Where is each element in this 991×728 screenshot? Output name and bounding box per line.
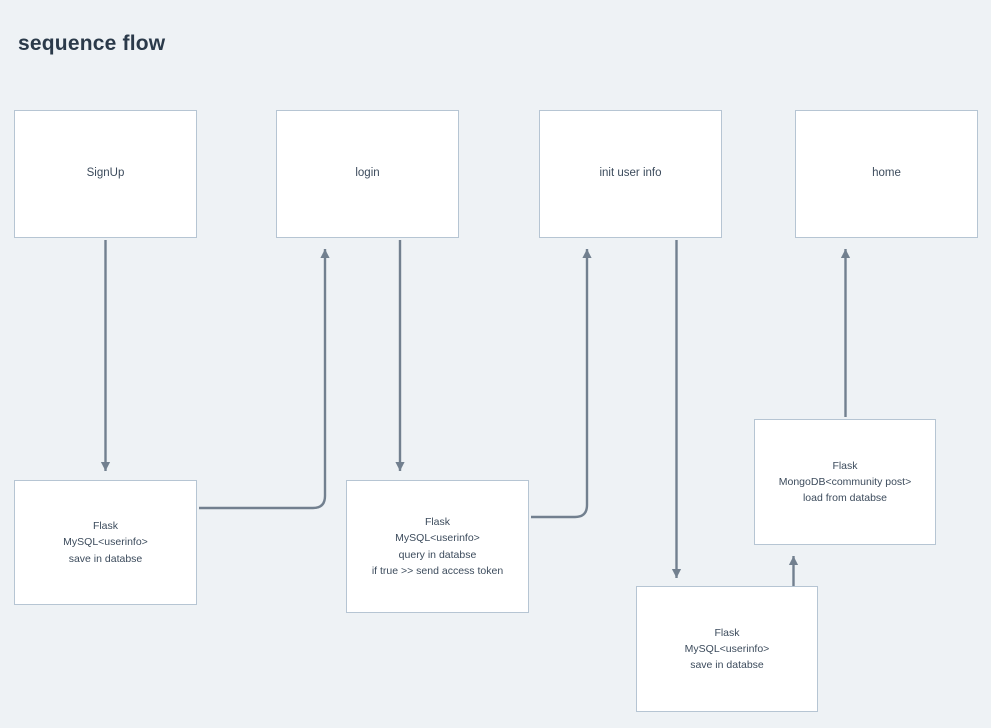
arrowhead-icon	[395, 462, 405, 471]
node-flask-mongodb-community[interactable]: Flask MongoDB<community post> load from …	[754, 419, 936, 545]
node-flask-mysql-save-init[interactable]: Flask MySQL<userinfo> save in databse	[636, 586, 818, 712]
page-title: sequence flow	[18, 32, 166, 55]
arrowhead-icon	[788, 556, 799, 565]
arrowhead-icon	[671, 569, 682, 578]
node-label: Flask MongoDB<community post> load from …	[778, 459, 912, 505]
arrowhead-icon	[582, 249, 592, 258]
edge-mongodb-to-home	[840, 249, 851, 417]
node-label: Flask MySQL<userinfo> save in databse	[63, 520, 148, 565]
node-flask-mysql-save-signup[interactable]: Flask MySQL<userinfo> save in databse	[14, 480, 197, 605]
edge-flask-query-to-init-user	[531, 249, 592, 519]
node-label: Flask MySQL<userinfo> save in databse	[684, 626, 770, 672]
node-label: init user info	[599, 167, 662, 180]
node-login[interactable]: login	[276, 110, 459, 238]
edge-login-to-flask-query	[395, 240, 405, 471]
node-label: login	[355, 167, 380, 180]
node-home[interactable]: home	[795, 110, 978, 238]
arrowhead-icon	[840, 249, 851, 258]
node-init-user-info[interactable]: init user info	[539, 110, 722, 238]
node-label: home	[872, 167, 901, 180]
node-flask-mysql-query-login[interactable]: Flask MySQL<userinfo> query in databse i…	[346, 480, 529, 613]
node-signup[interactable]: SignUp	[14, 110, 197, 238]
edge-line	[531, 249, 589, 519]
edge-signup-to-flask-save	[100, 240, 111, 471]
arrowhead-icon	[320, 249, 330, 258]
arrowhead-icon	[100, 462, 111, 471]
edge-flask-save-init-to-mongodb	[788, 556, 799, 586]
edge-line	[199, 249, 327, 510]
node-label: Flask MySQL<userinfo> query in databse i…	[371, 515, 504, 577]
edge-flask-save-to-login	[199, 249, 330, 510]
node-label: SignUp	[86, 167, 125, 180]
edge-init-user-to-flask-save	[671, 240, 682, 578]
